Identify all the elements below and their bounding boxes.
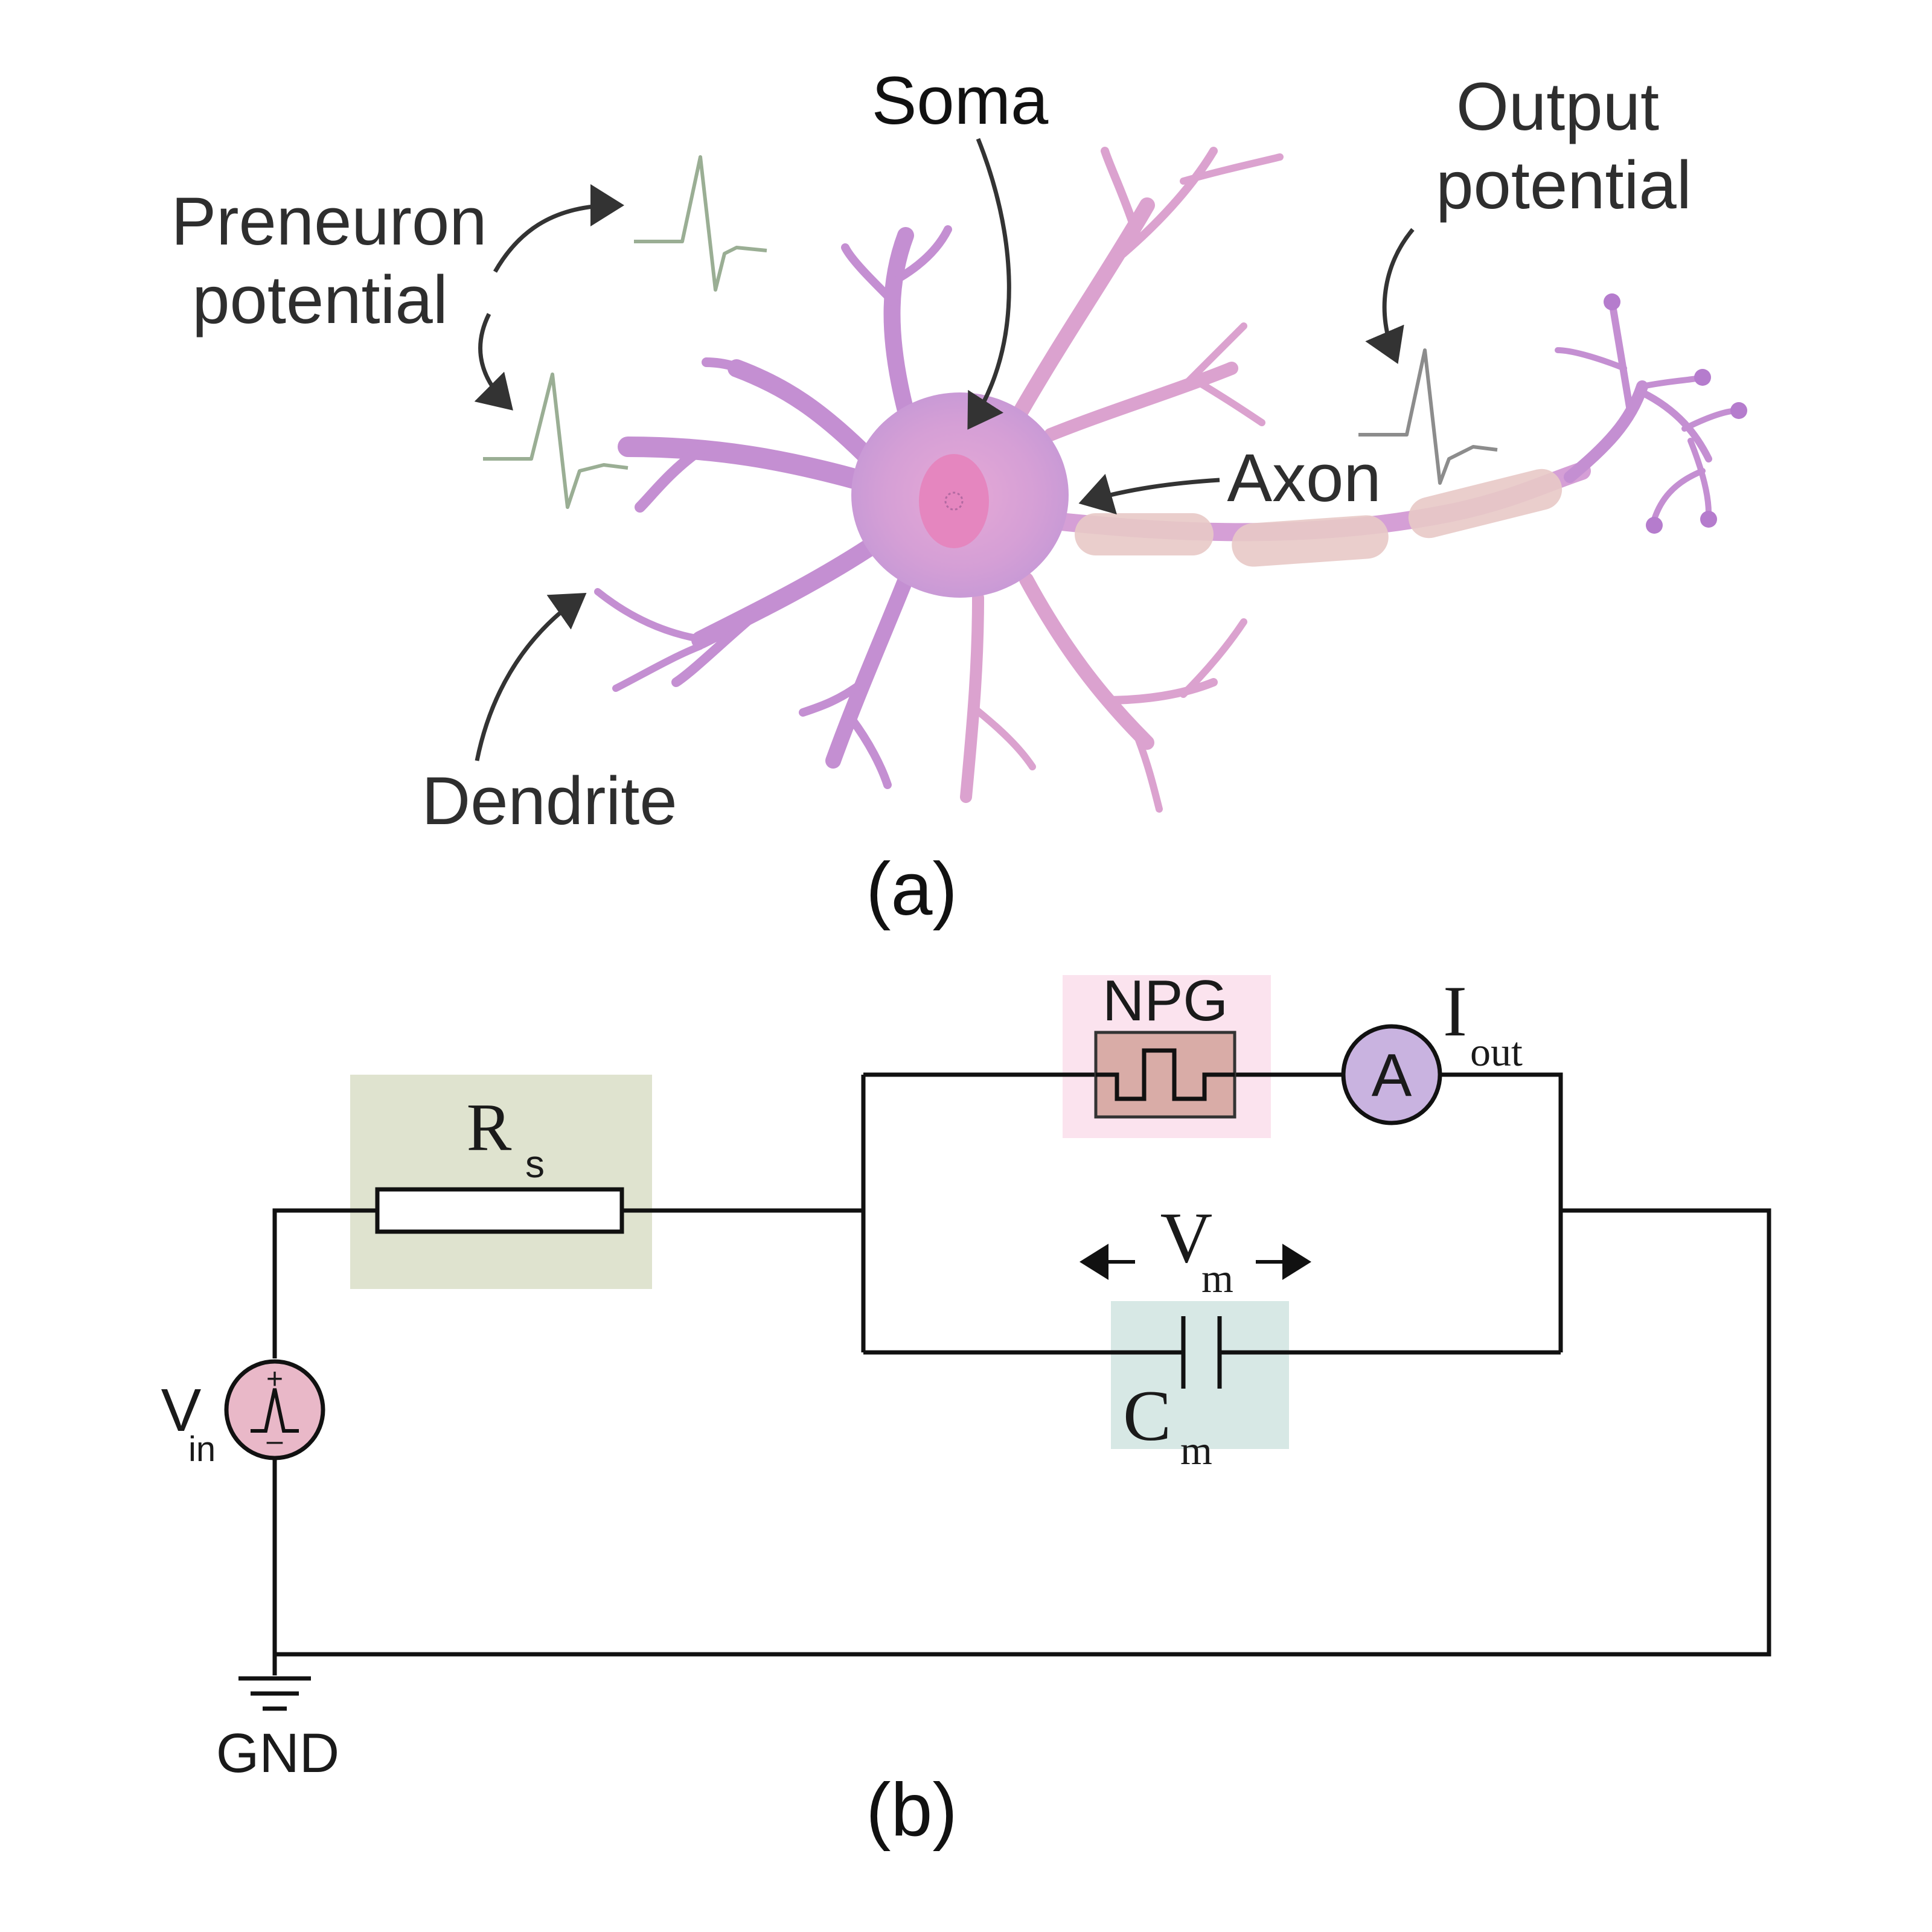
preneuron-arrow-top (493, 184, 624, 273)
npg-pulse-icon (1096, 1048, 1235, 1101)
output-label-line1: Output (1456, 69, 1659, 144)
panel-a: Soma Output potential Preneuron potentia… (171, 63, 1747, 931)
myelin-segment (1075, 513, 1214, 555)
soma-arrow (967, 138, 1011, 430)
circuit-wires (272, 1072, 1771, 1675)
soma (851, 392, 1069, 598)
source-subscript: in (188, 1430, 216, 1469)
source-label: V (161, 1377, 202, 1444)
voltage-subscript: m (1201, 1255, 1233, 1301)
dendrites (594, 225, 952, 789)
caption-b: (b) (866, 1768, 958, 1852)
preneuron-label-line1: Preneuron (171, 184, 487, 259)
npg-label: NPG (1102, 968, 1228, 1033)
myelin-segment (1408, 469, 1563, 539)
preneuron-spike-top (634, 155, 767, 292)
preneuron-spike-bottom (483, 373, 629, 509)
dendrites-pink (960, 147, 1284, 813)
current-label: I (1443, 971, 1467, 1051)
terminal-bulb (1694, 369, 1711, 386)
resistor-highlight (350, 1075, 652, 1289)
output-spike (1358, 348, 1498, 485)
ground-label: GND (216, 1722, 339, 1784)
preneuron-label-line2: potential (192, 262, 447, 337)
ammeter-icon (1341, 1024, 1442, 1125)
axon (1029, 293, 1747, 567)
panel-b: R s NPG A I out C m V m + – V in (161, 968, 1771, 1852)
terminal-bulb (1700, 511, 1717, 528)
capacitor-subscript: m (1180, 1427, 1212, 1473)
resistor-label: R (467, 1090, 512, 1165)
soma-label: Soma (872, 63, 1049, 138)
source-pulse-glyph (251, 1388, 299, 1433)
dendrite-arrow (475, 592, 587, 761)
axon-arrow (1078, 473, 1220, 515)
output-arrow (1365, 228, 1415, 364)
terminal-bulb (1646, 517, 1663, 534)
capacitor-label: C (1123, 1375, 1171, 1456)
source-minus: – (267, 1425, 283, 1457)
terminal-bulb (1604, 293, 1620, 310)
axon-label: Axon (1227, 440, 1381, 516)
resistor-rs (375, 1187, 624, 1234)
myelin-segment (1232, 515, 1389, 567)
ground-icon (238, 1676, 311, 1711)
voltage-source-icon (224, 1359, 325, 1460)
terminal-bulb (1730, 402, 1747, 419)
voltage-label: V (1160, 1197, 1213, 1278)
capacitor-highlight (1111, 1301, 1289, 1449)
source-plus: + (266, 1363, 283, 1395)
dendrite-label: Dendrite (421, 763, 677, 839)
nucleolus (944, 491, 964, 511)
ammeter-symbol: A (1372, 1041, 1412, 1109)
current-subscript: out (1470, 1029, 1523, 1075)
preneuron-arrow-bottom (474, 313, 513, 411)
output-label-line2: potential (1436, 147, 1691, 223)
nucleus (919, 454, 989, 548)
caption-a: (a) (866, 848, 958, 931)
resistor-subscript: s (525, 1142, 545, 1186)
